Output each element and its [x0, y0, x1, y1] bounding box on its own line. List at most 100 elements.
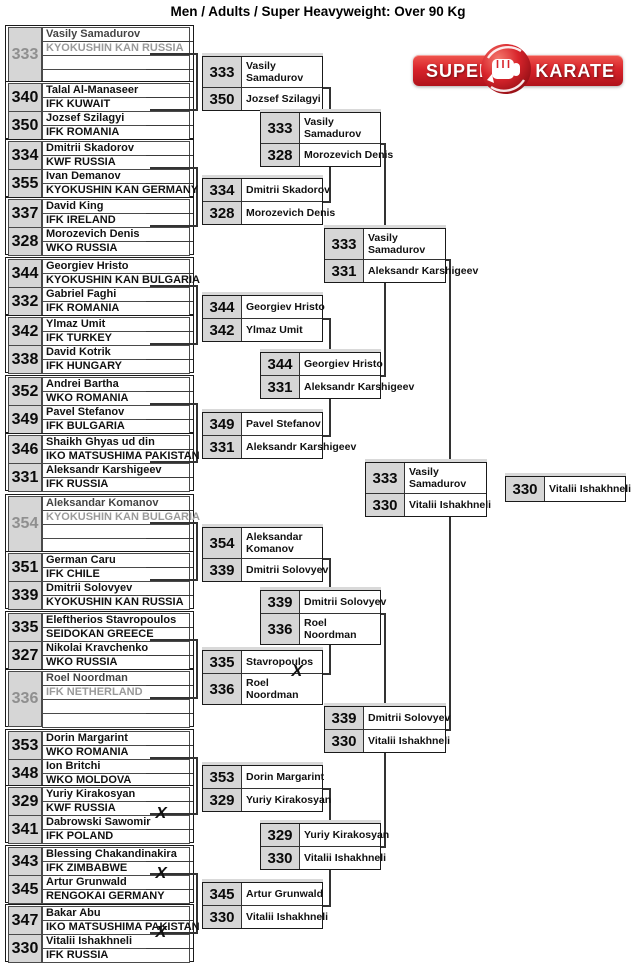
competitor-name: Dorin Margarint [42, 731, 190, 746]
competitor-name: Yuriy Kirakosyan [246, 794, 332, 806]
competitor-number: 341 [8, 815, 42, 844]
competitor-name: Aleksandr Karshigeev [246, 441, 357, 453]
competitor-federation: SEIDOKAN GREECE [42, 627, 190, 642]
competitor-federation: IFK ZIMBABWE [42, 861, 190, 876]
competitor-federation: KYOKUSHIN KAN BULGARIA [42, 273, 200, 288]
bracket-connector-line [196, 873, 198, 934]
competitor-name: Morozevich Denis [304, 149, 394, 161]
competitor-number: 344 [261, 353, 300, 375]
competitor-name: David Kotrik [42, 345, 190, 360]
fist-icon [480, 43, 532, 95]
competitor-name: Vitalii Ishakhneli [246, 911, 329, 923]
result-underline [146, 861, 193, 862]
competitor-number: 349 [8, 405, 42, 434]
bracket-connector-line [150, 403, 198, 405]
competitor-name: Gabriel Faghi [42, 287, 190, 302]
bracket-connector-line [150, 343, 198, 345]
result-underline [146, 595, 193, 596]
walkover-x-mark: X [153, 805, 169, 822]
match-competitor-row: 334 Dmitrii Skadorov [203, 179, 330, 201]
competitor-number: 334 [203, 179, 242, 201]
bracket-connector-line [150, 697, 198, 699]
competitor-name: Aleksandr Karshigeev [368, 265, 479, 277]
competitor-number: 330 [506, 477, 545, 501]
competitor-number: 333 [261, 113, 300, 143]
bracket-connector-line [196, 403, 198, 463]
bracket-connector-line [321, 788, 331, 790]
competitor-federation: IFK RUSSIA [42, 948, 190, 963]
competitor-number: 352 [8, 377, 42, 406]
competitor-federation: WKO ROMANIA [42, 745, 190, 760]
competitor-number: 330 [366, 494, 405, 516]
competitor-number: 343 [8, 847, 42, 876]
competitor-federation: IFK RUSSIA [42, 477, 190, 492]
competitor-name: Vasily Samadurov [304, 116, 362, 140]
competitor-name: Morozevich Denis [42, 227, 190, 242]
result-underline [146, 713, 193, 714]
competitor-number: 354 [203, 528, 242, 558]
result-underline [146, 510, 193, 511]
empty-row [42, 699, 190, 714]
competitor-name: Yuriy Kirakosyan [42, 787, 190, 802]
competitor-name: Vitalii Ishakhneli [42, 934, 190, 949]
bracket-connector-line [150, 813, 198, 815]
result-underline [146, 567, 193, 568]
result-underline [146, 125, 193, 126]
competitor-name: Vitalii Ishakhneli [409, 499, 492, 511]
competitor-number: 333 [325, 229, 364, 259]
competitor-name: Dmitrii Skadorov [246, 184, 331, 196]
competitor-number: 336 [261, 614, 300, 644]
result-underline [146, 213, 193, 214]
result-underline [146, 801, 193, 802]
competitor-name: Vasily Samadurov [246, 60, 304, 84]
bracket-connector-line [150, 757, 198, 759]
competitor-number: 353 [203, 766, 242, 788]
result-underline [146, 301, 193, 302]
competitor-number: 355 [8, 169, 42, 198]
result-underline [146, 419, 193, 420]
competitor-number: 340 [8, 83, 42, 112]
competitor-number: 330 [325, 730, 364, 752]
bracket-connector-line [150, 932, 198, 934]
competitor-number: 338 [8, 345, 42, 374]
logo-text-karate: KARATE [535, 61, 615, 81]
competitor-number: 333 [203, 57, 242, 87]
bracket-connector-line [321, 435, 331, 437]
competitor-number: 348 [8, 759, 42, 788]
competitor-name: Vasily Samadurov [368, 232, 426, 256]
competitor-name: Yuriy Kirakosyan [304, 829, 390, 841]
competitor-number: 339 [325, 707, 364, 729]
walkover-x-mark: X [153, 924, 169, 941]
competitor-number: 339 [8, 581, 42, 610]
competitor-number: 333 [366, 463, 405, 493]
empty-row [42, 55, 190, 70]
competitor-name: Vasily Samadurov [42, 27, 190, 42]
competitor-number: 331 [325, 260, 364, 282]
competitor-name: Pavel Stefanov [42, 405, 190, 420]
competitor-name: David King [42, 199, 190, 214]
competitor-name: Dmitrii Skadorov [42, 141, 190, 156]
competitor-number: 349 [203, 413, 242, 435]
competitor-name: Bakar Abu [42, 906, 190, 921]
